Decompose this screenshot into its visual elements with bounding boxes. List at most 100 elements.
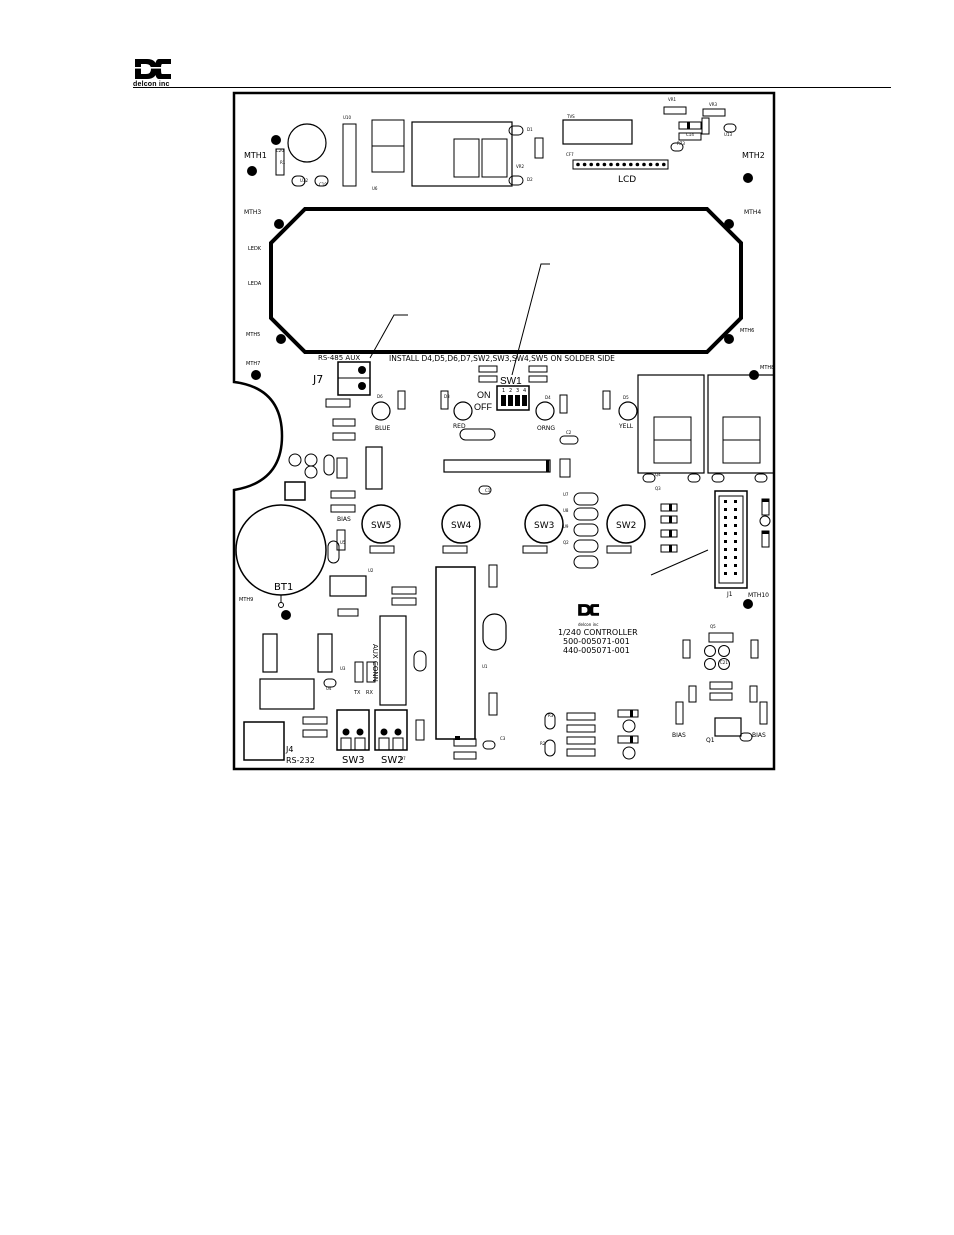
j1-pin <box>724 524 727 527</box>
ref-designator: D1 <box>527 127 533 132</box>
led-orange-label: ORNG <box>537 425 555 432</box>
install-note: INSTALL D4,D5,D6,D7,SW2,SW3,SW4,SW5 ON S… <box>389 354 615 363</box>
ref-designator: D4 <box>545 395 551 400</box>
j1-pin <box>724 508 727 511</box>
controller-part2: 440-005071-001 <box>563 646 630 655</box>
board-outline <box>232 91 776 771</box>
dip-num-3: 3 <box>516 388 519 394</box>
ref-designator: C2 <box>566 430 572 435</box>
ref-designator: TVS <box>566 114 575 119</box>
rs485-label: RS-485 AUX <box>318 354 360 362</box>
mth7-label: MTH7 <box>246 361 260 367</box>
ref-designator: VR2 <box>516 164 525 169</box>
ref-designator: Q2 <box>563 540 569 545</box>
ref-designator: D3 <box>444 394 450 399</box>
bias-label-2: BIAS <box>672 732 686 739</box>
ref-designator: R73 <box>677 141 685 146</box>
sw3-label: SW3 <box>534 521 554 531</box>
dip-num-4: 4 <box>523 388 526 394</box>
lcd-header-pin <box>576 162 580 167</box>
ref-designator: U13 <box>724 132 732 137</box>
ref-designator: Q5 <box>710 624 716 629</box>
j1-pin <box>734 524 737 527</box>
ref-designator: Q3 <box>655 486 661 491</box>
ref-designator: U6 <box>372 186 378 191</box>
dip-num-2: 2 <box>509 388 512 394</box>
ref-designator: VR3 <box>709 102 718 107</box>
led-yellow-label: YELL <box>618 423 634 430</box>
j1-pin <box>734 548 737 551</box>
ref-designator: U3 <box>340 666 346 671</box>
mth4-label: MTH4 <box>744 209 761 216</box>
controller-dc-logo-icon <box>578 604 600 616</box>
ref-designator: U4 <box>326 686 332 691</box>
ref-designator: CF7 <box>566 152 574 157</box>
bias-label-1: BIAS <box>337 516 351 523</box>
lcd-header-pin <box>642 162 646 167</box>
mth1-label: MTH1 <box>244 151 267 160</box>
leda-label: LEDA <box>248 281 262 287</box>
ref-designator: C1 <box>485 488 491 493</box>
lcd-header-pin <box>662 162 666 167</box>
sw4-label: SW4 <box>451 521 472 531</box>
lcd-octagon <box>269 207 743 354</box>
ref-designator: Q4 <box>655 472 661 477</box>
leader-line-install <box>511 263 550 376</box>
j1-pin <box>734 556 737 559</box>
j1-label: J1 <box>726 591 733 598</box>
bias-label-3: BIAS <box>752 732 766 739</box>
lcd-header-pin <box>582 162 587 167</box>
j1-pin <box>734 572 737 575</box>
mth6-label: MTH6 <box>740 328 754 334</box>
j1-pin <box>724 572 727 575</box>
header-rule <box>133 87 891 88</box>
j1-pin <box>724 548 727 551</box>
ref-designator: U8 <box>563 508 569 513</box>
ref-designator: U12 <box>300 178 308 183</box>
ref-designator: D7 <box>400 756 406 761</box>
ref-designator: R1 <box>280 160 286 165</box>
leader-line-j1 <box>650 549 709 576</box>
bt1-label: BT1 <box>274 582 293 593</box>
ref-designator: C3 <box>500 736 506 741</box>
mth5-label: MTH5 <box>246 332 260 338</box>
rx-label: RX <box>366 690 373 696</box>
j4-label: J4 <box>285 745 293 754</box>
j1-pin <box>724 540 727 543</box>
ref-designator: U10 <box>343 115 351 120</box>
mth9-label: MTH9 <box>239 597 253 603</box>
mth8-label: MTH8 <box>760 365 774 371</box>
lcd-header-pin <box>609 162 613 167</box>
rs232-label: RS-232 <box>286 756 315 765</box>
j1-pin <box>734 532 737 535</box>
delcon-logo: delcon inc <box>133 57 173 91</box>
lcd-header-pin <box>655 162 659 167</box>
sw5-label: SW5 <box>371 521 391 531</box>
mth3-label: MTH3 <box>244 209 261 216</box>
dip-on-label: ON <box>477 390 491 400</box>
mth2-label: MTH2 <box>742 151 765 160</box>
tx-label: TX <box>353 690 361 696</box>
lcd-header-pin <box>622 162 626 167</box>
j1-pin <box>734 516 737 519</box>
lcd-header-pin <box>602 162 607 167</box>
j1-pin <box>734 508 737 511</box>
j7-label: J7 <box>312 373 323 386</box>
ref-designator: U7 <box>563 492 569 497</box>
ref-designator: U5 <box>340 540 346 545</box>
controller-part1: 500-005071-001 <box>563 637 630 646</box>
ref-designator: C19 <box>319 182 327 187</box>
lcd-header-pin <box>615 162 620 167</box>
j1-pin <box>724 516 727 519</box>
led-red-label: RED <box>453 423 466 430</box>
ref-designator: C21 <box>720 660 728 665</box>
lcd-header-pin <box>596 162 600 167</box>
j1-pin <box>734 564 737 567</box>
dip-off-label: OFF <box>474 402 492 412</box>
j1-pin <box>724 500 727 503</box>
lcd-header-pin <box>648 162 653 167</box>
sw1-label: SW1 <box>500 376 522 387</box>
sw2-label: SW2 <box>616 521 636 531</box>
ref-designator: U1 <box>482 664 488 669</box>
